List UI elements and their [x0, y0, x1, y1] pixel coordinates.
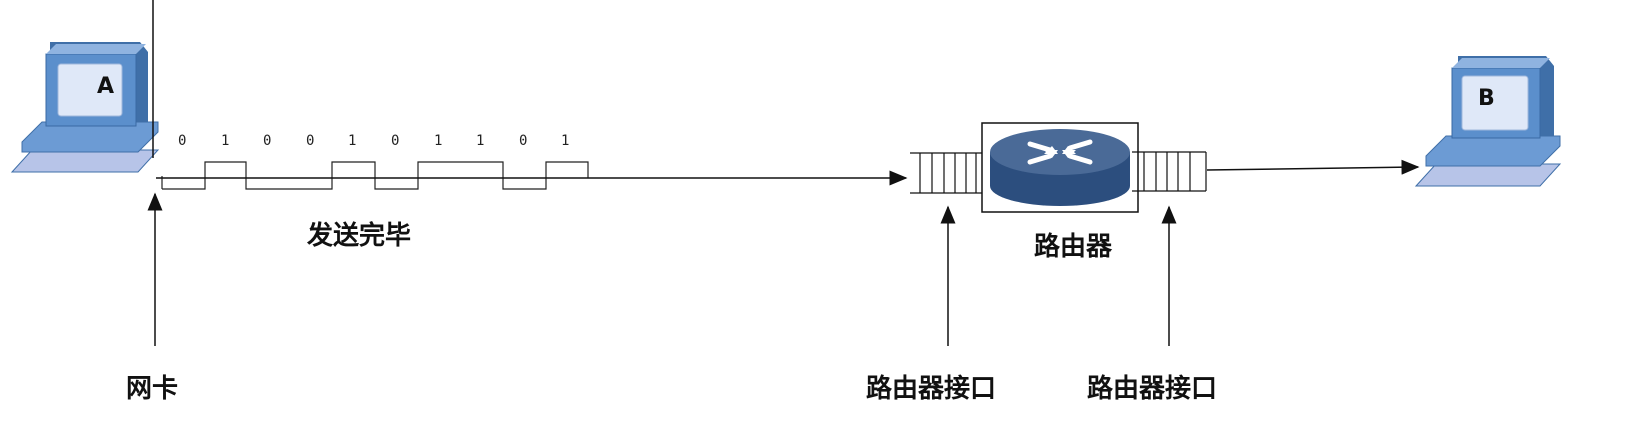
computer-a-icon	[10, 42, 160, 173]
router-label: 路由器	[1034, 232, 1113, 262]
bit-label: 0	[519, 133, 528, 149]
computer-b-icon	[1414, 56, 1562, 187]
router-icon	[990, 129, 1130, 206]
bit-label: 1	[434, 133, 443, 149]
bit-label: 1	[476, 133, 485, 149]
bit-label: 1	[561, 133, 570, 149]
bit-label: 0	[391, 133, 400, 149]
computer-a-label: A	[97, 74, 115, 99]
router-output-port-label: 路由器接口	[1087, 374, 1218, 404]
bit-label: 0	[306, 133, 315, 149]
nic-label: 网卡	[126, 374, 179, 404]
bit-label: 0	[178, 133, 187, 149]
router-output-buffer	[1132, 151, 1207, 192]
signal-waveform	[162, 161, 589, 190]
router-to-b-arrow	[1206, 159, 1420, 175]
bit-label: 1	[348, 133, 357, 149]
bit-label: 1	[221, 133, 230, 149]
computer-b-label: B	[1478, 86, 1495, 111]
router-input-buffer	[910, 152, 986, 194]
router-input-port-label: 路由器接口	[866, 374, 997, 404]
bit-label: 0	[263, 133, 272, 149]
send-complete-label: 发送完毕	[307, 221, 412, 251]
